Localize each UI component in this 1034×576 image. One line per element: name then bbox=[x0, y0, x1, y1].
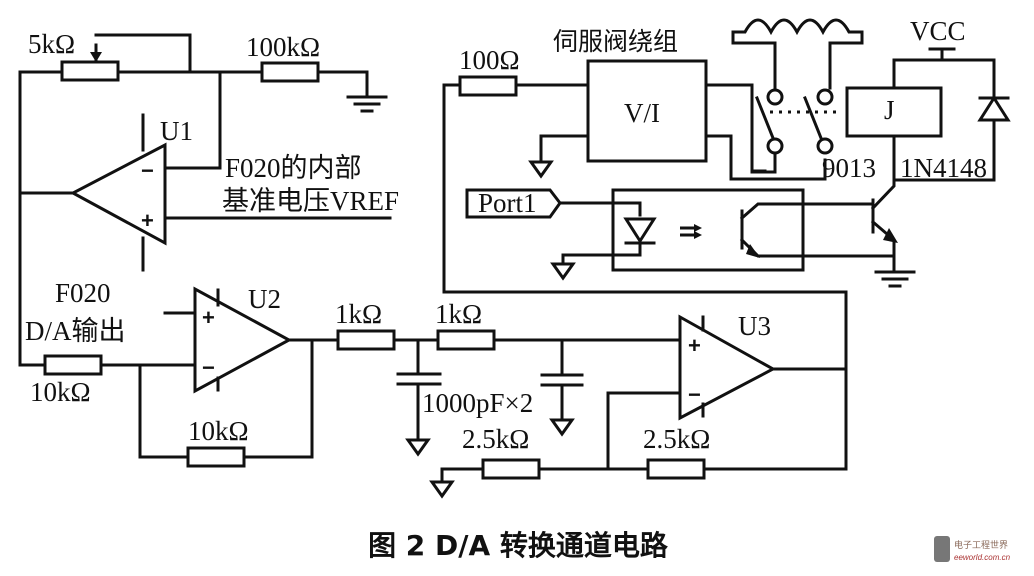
figure-caption: 图 2 D/A 转换通道电路 bbox=[368, 529, 669, 562]
label-vcc: VCC bbox=[910, 16, 966, 46]
label-servo-coil: 伺服阀绕组 bbox=[553, 27, 678, 56]
ground-icon bbox=[429, 480, 455, 499]
label-vi: V/I bbox=[624, 98, 660, 128]
wire bbox=[539, 134, 590, 164]
resistor-100 bbox=[458, 75, 518, 97]
wire bbox=[606, 391, 682, 471]
label-5k: 5kΩ bbox=[28, 29, 75, 59]
resistor-100k bbox=[260, 61, 320, 83]
u1-plus: + bbox=[141, 208, 154, 233]
ground-icon bbox=[549, 418, 575, 437]
u2-section: + − U2 F020 D/A输出 10kΩ 10kΩ bbox=[18, 278, 340, 468]
relay-contact bbox=[766, 137, 784, 155]
resistor-2k5-b bbox=[646, 458, 706, 480]
u1-minus: − bbox=[141, 158, 154, 183]
label-9013: 9013 bbox=[822, 153, 876, 183]
label-2k5-b: 2.5kΩ bbox=[643, 424, 710, 454]
servo-section: 伺服阀绕组 100Ω V/I J VCC 9013 1N4148 bbox=[442, 16, 1011, 288]
resistor-2k5-a bbox=[481, 458, 541, 480]
wire bbox=[561, 241, 642, 266]
wire bbox=[442, 83, 848, 471]
label-relay-j: J bbox=[884, 95, 895, 125]
watermark-cn: 电子工程世界 bbox=[954, 539, 1008, 551]
wire bbox=[94, 33, 192, 74]
vi-converter bbox=[586, 59, 708, 163]
phototransistor-icon bbox=[739, 202, 896, 258]
ground-icon bbox=[874, 270, 916, 288]
opamp-u1 bbox=[69, 142, 167, 246]
label-10k-fb: 10kΩ bbox=[188, 416, 249, 446]
label-2k5-a: 2.5kΩ bbox=[462, 424, 529, 454]
u2-plus: + bbox=[202, 305, 215, 330]
ground-icon bbox=[528, 160, 554, 179]
watermark-logo-icon bbox=[934, 536, 950, 562]
wire bbox=[138, 363, 190, 459]
ground-icon bbox=[405, 438, 431, 457]
label-vref-2: 基准电压VREF bbox=[222, 186, 399, 216]
wire bbox=[750, 151, 777, 174]
pot-wiper-arrow-icon bbox=[90, 52, 102, 62]
wire bbox=[316, 70, 369, 99]
resistor-10k-feedback bbox=[186, 446, 246, 468]
label-100: 100Ω bbox=[459, 45, 520, 75]
relay-switch-arm bbox=[755, 96, 775, 140]
wire bbox=[704, 134, 827, 181]
label-10k-in: 10kΩ bbox=[30, 377, 91, 407]
u3-plus: + bbox=[688, 333, 701, 358]
resistor-1k-a bbox=[336, 329, 396, 351]
watermark-url: eeworld.com.cn bbox=[954, 553, 1011, 562]
label-100k: 100kΩ bbox=[246, 32, 320, 62]
wire bbox=[242, 338, 314, 459]
label-vref-1: F020的内部 bbox=[225, 153, 362, 183]
ground-icon bbox=[550, 262, 576, 281]
light-arrow-icon bbox=[680, 224, 702, 239]
filter-section: + − U3 1kΩ 1kΩ 1000pF×2 2.5kΩ 2.5kΩ bbox=[335, 83, 848, 499]
label-u3: U3 bbox=[738, 311, 771, 341]
label-da-1: F020 bbox=[55, 278, 111, 308]
label-da-2: D/A输出 bbox=[25, 316, 126, 346]
relay-switch-arm bbox=[803, 96, 823, 140]
resistor-1k-b bbox=[436, 329, 496, 351]
relay-contact bbox=[816, 137, 834, 155]
optocoupler-section: Port1 bbox=[465, 188, 896, 281]
label-1k-b: 1kΩ bbox=[435, 299, 482, 329]
label-1n4148: 1N4148 bbox=[900, 153, 987, 183]
ground-icon bbox=[346, 95, 388, 113]
label-port1: Port1 bbox=[478, 188, 537, 218]
servo-coil-icon bbox=[731, 18, 864, 90]
diode-icon bbox=[977, 95, 1011, 122]
label-u1: U1 bbox=[160, 116, 193, 146]
u1-section: − + 5kΩ 100kΩ U1 F020的内部 基准电压VREF bbox=[18, 29, 399, 367]
wire bbox=[558, 201, 642, 217]
u2-minus: − bbox=[202, 355, 215, 380]
wire bbox=[731, 41, 777, 90]
opamp-u2 bbox=[193, 286, 293, 394]
resistor-10k-input bbox=[43, 354, 103, 376]
relay-contact bbox=[766, 88, 784, 106]
relay-contact bbox=[816, 88, 834, 106]
port1-connector bbox=[465, 188, 562, 219]
u3-minus: − bbox=[688, 382, 701, 407]
opamp-u3 bbox=[678, 314, 777, 421]
label-1k-a: 1kΩ bbox=[335, 299, 382, 329]
watermark: 电子工程世界 eeworld.com.cn bbox=[934, 536, 1011, 562]
wire bbox=[166, 70, 222, 170]
label-cap: 1000pF×2 bbox=[422, 388, 533, 418]
potentiometer-5k bbox=[60, 60, 120, 82]
label-u2: U2 bbox=[248, 284, 281, 314]
